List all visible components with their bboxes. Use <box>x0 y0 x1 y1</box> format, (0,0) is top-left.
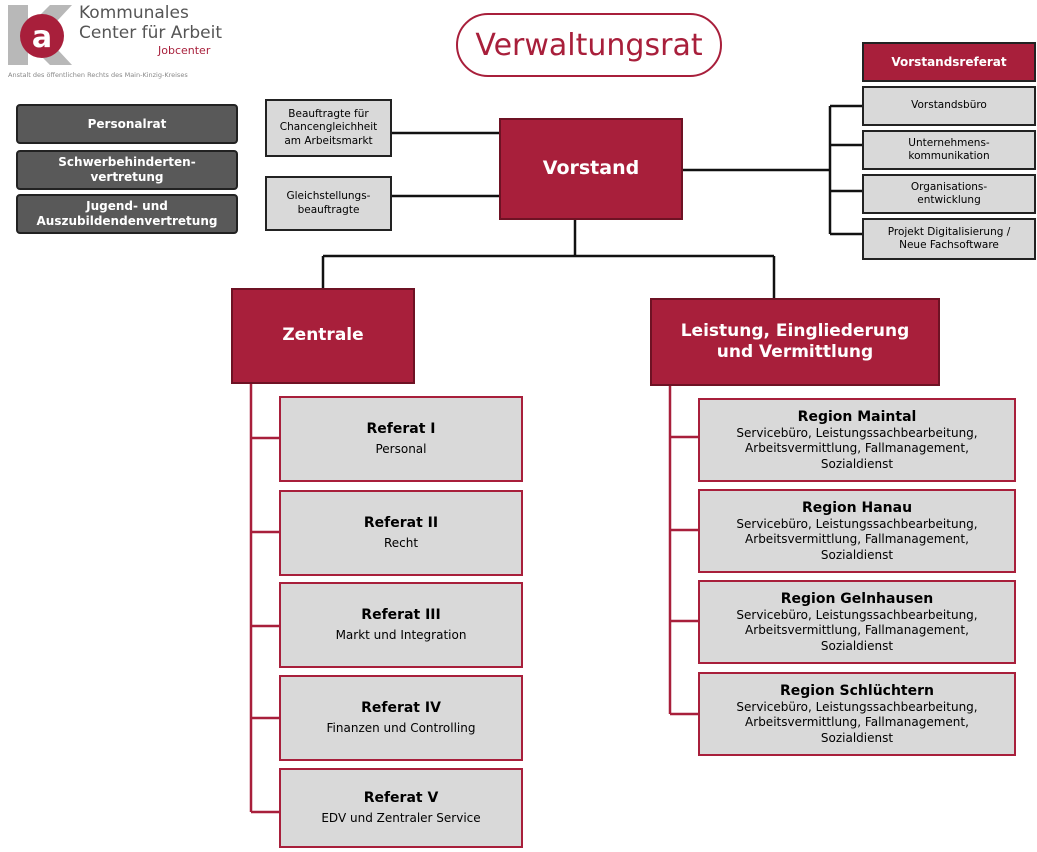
region-gelnhausen-desc: Servicebüro, Leistungssachbearbeitung, A… <box>736 607 978 653</box>
box-schwerbehindertenvertretung-label: Schwerbehinderten- vertretung <box>58 155 196 184</box>
box-referat-3: Referat III Markt und Integration <box>279 582 523 668</box>
logo-name-line1: Kommunales <box>79 3 189 23</box>
referat-3-title: Referat III <box>361 607 441 624</box>
box-personalrat-label: Personalrat <box>87 116 167 131</box>
region-gelnhausen-title: Region Gelnhausen <box>780 590 934 607</box>
region-schluechtern-title: Region Schlüchtern <box>780 682 934 699</box>
jobcenter-logo: a Kommunales Center für Arbeit Jobcenter… <box>8 3 238 89</box>
box-vorstandsreferat: Vorstandsreferat <box>862 42 1036 82</box>
box-referat-1: Referat I Personal <box>279 396 523 482</box>
box-referat-4: Referat IV Finanzen und Controlling <box>279 675 523 761</box>
region-hanau-title: Region Hanau <box>801 499 913 516</box>
page-title: Verwaltungsrat <box>456 13 722 77</box>
logo-tagline: Anstalt des öffentlichen Rechts des Main… <box>8 71 188 79</box>
referat-1-subtitle: Personal <box>375 441 427 456</box>
box-zentrale: Zentrale <box>231 288 415 384</box>
box-zentrale-label: Zentrale <box>282 325 364 346</box>
box-projekt-digitalisierung: Projekt Digitalisierung / Neue Fachsoftw… <box>862 218 1036 260</box>
box-vorstand: Vorstand <box>499 118 683 220</box>
box-projekt-digitalisierung-label: Projekt Digitalisierung / Neue Fachsoftw… <box>887 225 1011 251</box>
region-hanau-desc: Servicebüro, Leistungssachbearbeitung, A… <box>736 516 978 562</box>
box-organisationsentwicklung: Organisations- entwicklung <box>862 174 1036 214</box>
box-schwerbehindertenvertretung: Schwerbehinderten- vertretung <box>16 150 238 190</box>
box-gleichstellungsbeauftragte-label: Gleichstellungs- beauftragte <box>286 190 371 216</box>
box-leistung-eingliederung-vermittlung: Leistung, Eingliederung und Vermittlung <box>650 298 940 386</box>
logo-name-line2: Center für Arbeit <box>79 23 223 43</box>
box-referat-5: Referat V EDV und Zentraler Service <box>279 768 523 848</box>
box-gleichstellungsbeauftragte: Gleichstellungs- beauftragte <box>265 176 392 231</box>
box-unternehmenskommunikation: Unternehmens- kommunikation <box>862 130 1036 170</box>
box-beauftragte-chancengleichheit-label: Beauftragte für Chancengleichheit am Arb… <box>279 108 378 147</box>
box-leistung-label: Leistung, Eingliederung und Vermittlung <box>680 320 910 362</box>
box-jugendvertretung-label: Jugend- und Auszubildendenvertretung <box>36 199 218 228</box>
referat-5-subtitle: EDV und Zentraler Service <box>321 810 481 825</box>
box-jugendvertretung: Jugend- und Auszubildendenvertretung <box>16 194 238 234</box>
box-vorstandsreferat-label: Vorstandsreferat <box>891 54 1007 69</box>
referat-4-title: Referat IV <box>361 700 441 717</box>
referat-3-subtitle: Markt und Integration <box>335 627 467 642</box>
region-schluechtern-desc: Servicebüro, Leistungssachbearbeitung, A… <box>736 699 978 745</box>
box-unternehmenskommunikation-label: Unternehmens- kommunikation <box>908 136 990 162</box>
referat-2-subtitle: Recht <box>383 535 419 550</box>
svg-text:a: a <box>32 20 52 55</box>
box-personalrat: Personalrat <box>16 104 238 144</box>
box-organisationsentwicklung-label: Organisations- entwicklung <box>910 180 988 206</box>
box-referat-2: Referat II Recht <box>279 490 523 576</box>
box-vorstandsbuero: Vorstandsbüro <box>862 86 1036 126</box>
referat-2-title: Referat II <box>363 515 439 532</box>
box-vorstandsbuero-label: Vorstandsbüro <box>911 99 987 112</box>
box-vorstand-label: Vorstand <box>542 157 640 180</box>
referat-4-subtitle: Finanzen und Controlling <box>326 720 476 735</box>
logo-jobcenter: Jobcenter <box>158 44 211 57</box>
box-beauftragte-chancengleichheit: Beauftragte für Chancengleichheit am Arb… <box>265 99 392 157</box>
referat-5-title: Referat V <box>363 790 439 807</box>
region-maintal-title: Region Maintal <box>797 408 917 425</box>
referat-1-title: Referat I <box>366 421 436 438</box>
region-maintal-desc: Servicebüro, Leistungssachbearbeitung, A… <box>736 425 978 471</box>
logo-mark-icon: a <box>8 5 72 65</box>
